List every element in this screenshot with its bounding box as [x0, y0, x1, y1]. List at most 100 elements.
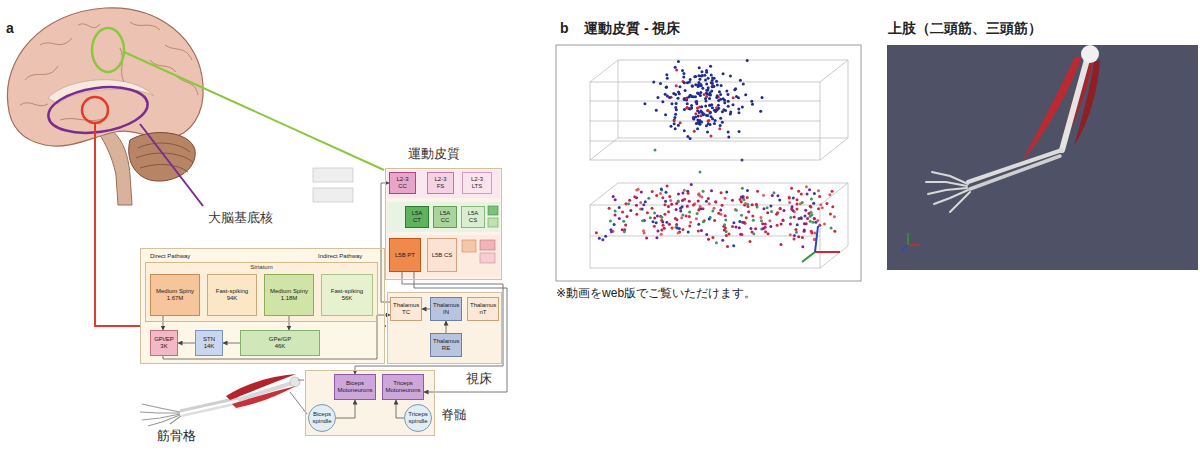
- neuron-dot: [746, 59, 749, 62]
- neuron-dot: [618, 217, 621, 220]
- neuron-dot: [674, 217, 677, 220]
- neuron-dot: [688, 81, 691, 84]
- neuron-dot: [720, 84, 723, 87]
- neuron-dot: [640, 190, 643, 193]
- brain-illustration: [7, 8, 203, 205]
- neuron-dot: [750, 100, 753, 103]
- node-text: 56K: [324, 295, 370, 302]
- neuron-dot: [656, 96, 659, 99]
- population-box: Thalamus nT: [467, 297, 499, 321]
- forearm-bone: [181, 403, 239, 416]
- neuron-dot: [714, 119, 717, 122]
- neuron-dot: [676, 226, 679, 229]
- neuron-dot: [668, 195, 671, 198]
- basal-ganglia-marker: [45, 81, 150, 138]
- neuron-dot: [808, 188, 811, 191]
- panel-letter: b: [560, 20, 569, 37]
- neuron-dot: [737, 107, 740, 110]
- shoulder: [1081, 45, 1099, 63]
- wireframe: [590, 236, 820, 237]
- node-text: Medium Spiny: [267, 288, 311, 295]
- neuron-dot: [610, 230, 613, 233]
- node-text: L2-3 CC: [392, 176, 413, 190]
- hand: [140, 404, 181, 426]
- neuron-dot: [793, 234, 796, 237]
- neuron-dot: [800, 217, 803, 220]
- neuron-dot: [689, 221, 692, 224]
- neuron-dot: [695, 217, 698, 220]
- neuron-dot: [813, 217, 816, 220]
- neuron-dot: [673, 119, 676, 122]
- neuron-dot: [697, 114, 700, 117]
- neuron-dot: [674, 106, 677, 109]
- neuron-dot: [628, 199, 631, 202]
- node-text: 1.18M: [267, 295, 311, 302]
- neuron-dot: [651, 207, 654, 210]
- gyri: [78, 24, 100, 28]
- neuron-dot: [687, 192, 690, 195]
- neuron-dot: [715, 241, 718, 244]
- neuron-dot: [621, 228, 624, 231]
- neuron-dot: [653, 212, 656, 215]
- hand: [926, 182, 967, 186]
- neuron-dot: [645, 236, 648, 239]
- neuron-dot: [681, 214, 684, 217]
- spindle-circle: Biceps spindle: [308, 404, 336, 432]
- neuron-dot: [647, 197, 650, 200]
- neuron-dot: [666, 77, 669, 80]
- leader-line: [95, 123, 386, 326]
- population-box: Medium Spiny1.67M: [150, 274, 200, 316]
- neuron-dot: [666, 185, 669, 188]
- region-label: 視床: [466, 372, 492, 387]
- neuron-dot: [699, 205, 702, 208]
- neuron-dot: [724, 197, 727, 200]
- neuron-dot: [727, 135, 730, 138]
- view-frame: [556, 45, 861, 281]
- neuron-dot: [737, 111, 740, 114]
- neuron-dot: [819, 203, 822, 206]
- neuron-dot: [683, 98, 686, 101]
- node-text: Biceps spindle: [311, 411, 333, 425]
- neuron-dot: [829, 212, 832, 215]
- neuron-dot: [809, 220, 812, 223]
- shoulder: [290, 377, 300, 387]
- neuron-dot: [652, 220, 655, 223]
- leader-line: [140, 124, 203, 206]
- wireframe: [590, 82, 820, 160]
- neuron-dot: [707, 238, 710, 241]
- neuron-dot: [697, 208, 700, 211]
- neuron-dot: [767, 232, 770, 235]
- node-text: Thalamus TC: [393, 302, 419, 316]
- neuron-dot: [699, 94, 702, 97]
- node-text: L5A CC: [436, 210, 454, 224]
- neuron-dot: [745, 216, 748, 219]
- connector: [422, 309, 430, 310]
- neuron-dot: [686, 135, 689, 138]
- region-box: 大脳基底核StriatumMedium Spiny1.67MFast-spiki…: [140, 248, 385, 364]
- neuron-dot: [704, 79, 707, 82]
- cerebellum: [129, 133, 196, 181]
- axis-icon: [802, 226, 840, 262]
- spinal-ground: [305, 370, 435, 436]
- neuron-dot: [690, 183, 693, 186]
- neuron-dot: [688, 210, 691, 213]
- neuron-dot: [727, 105, 730, 108]
- axis-icon: [907, 233, 909, 245]
- neuron-dot: [813, 217, 816, 220]
- neuron-dot: [715, 80, 718, 83]
- node-text: L2-3 LTS: [465, 176, 489, 190]
- humerus: [1062, 56, 1088, 150]
- neuron-dot: [675, 84, 678, 87]
- neuron-dot: [692, 204, 695, 207]
- neuron-dot: [699, 109, 702, 112]
- neuron-dot: [759, 110, 762, 113]
- gyri: [40, 38, 72, 45]
- neuron-dot: [816, 219, 819, 222]
- neuron-dot: [717, 104, 720, 107]
- neuron-dot: [661, 220, 664, 223]
- neuron-dot: [674, 113, 677, 116]
- population-box: STN14K: [195, 330, 223, 356]
- neuron-dot: [734, 225, 737, 228]
- neuron-dot: [688, 215, 691, 218]
